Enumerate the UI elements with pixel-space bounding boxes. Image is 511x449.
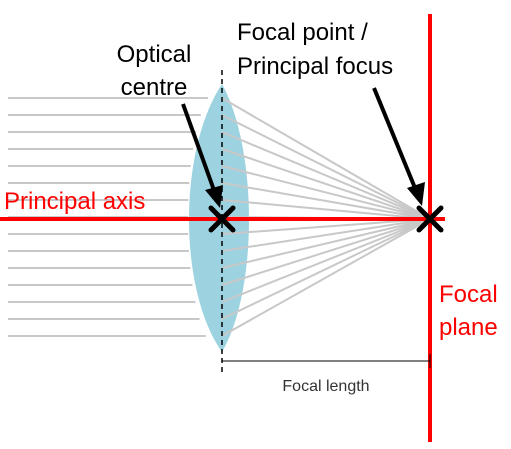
optical-centre-label-line1: Optical xyxy=(117,41,192,68)
converging-ray xyxy=(221,182,431,220)
optical-centre-marker-icon xyxy=(208,205,236,233)
converging-ray xyxy=(221,131,431,220)
converging-ray xyxy=(221,148,431,220)
converging-ray xyxy=(221,97,431,220)
converging-ray xyxy=(221,199,431,220)
incoming-parallel-rays xyxy=(8,97,208,337)
converging-ray xyxy=(221,218,431,337)
focal-point-marker-icon xyxy=(416,205,444,233)
focal-length-label: Focal length xyxy=(282,378,369,395)
converging-ray xyxy=(221,165,431,220)
focal-point-arrow xyxy=(372,87,425,206)
focal-point-label-line2: Principal focus xyxy=(237,53,393,80)
converging-ray xyxy=(221,218,431,286)
converging-ray xyxy=(221,114,431,220)
converging-ray xyxy=(221,218,431,235)
optical-centre-arrow xyxy=(181,103,223,208)
optical-centre-label-line2: centre xyxy=(121,74,188,101)
converging-ray xyxy=(221,218,431,269)
principal-axis-label: Principal axis xyxy=(4,188,145,215)
focal-plane-label-line1: Focal xyxy=(439,281,498,308)
focal-point-label-line1: Focal point / xyxy=(237,19,368,46)
focal-length-dimension xyxy=(222,354,431,368)
focal-plane-label-line2: plane xyxy=(439,314,498,341)
converging-ray xyxy=(221,218,431,252)
converging-ray xyxy=(221,218,431,320)
converging-ray xyxy=(221,218,431,303)
